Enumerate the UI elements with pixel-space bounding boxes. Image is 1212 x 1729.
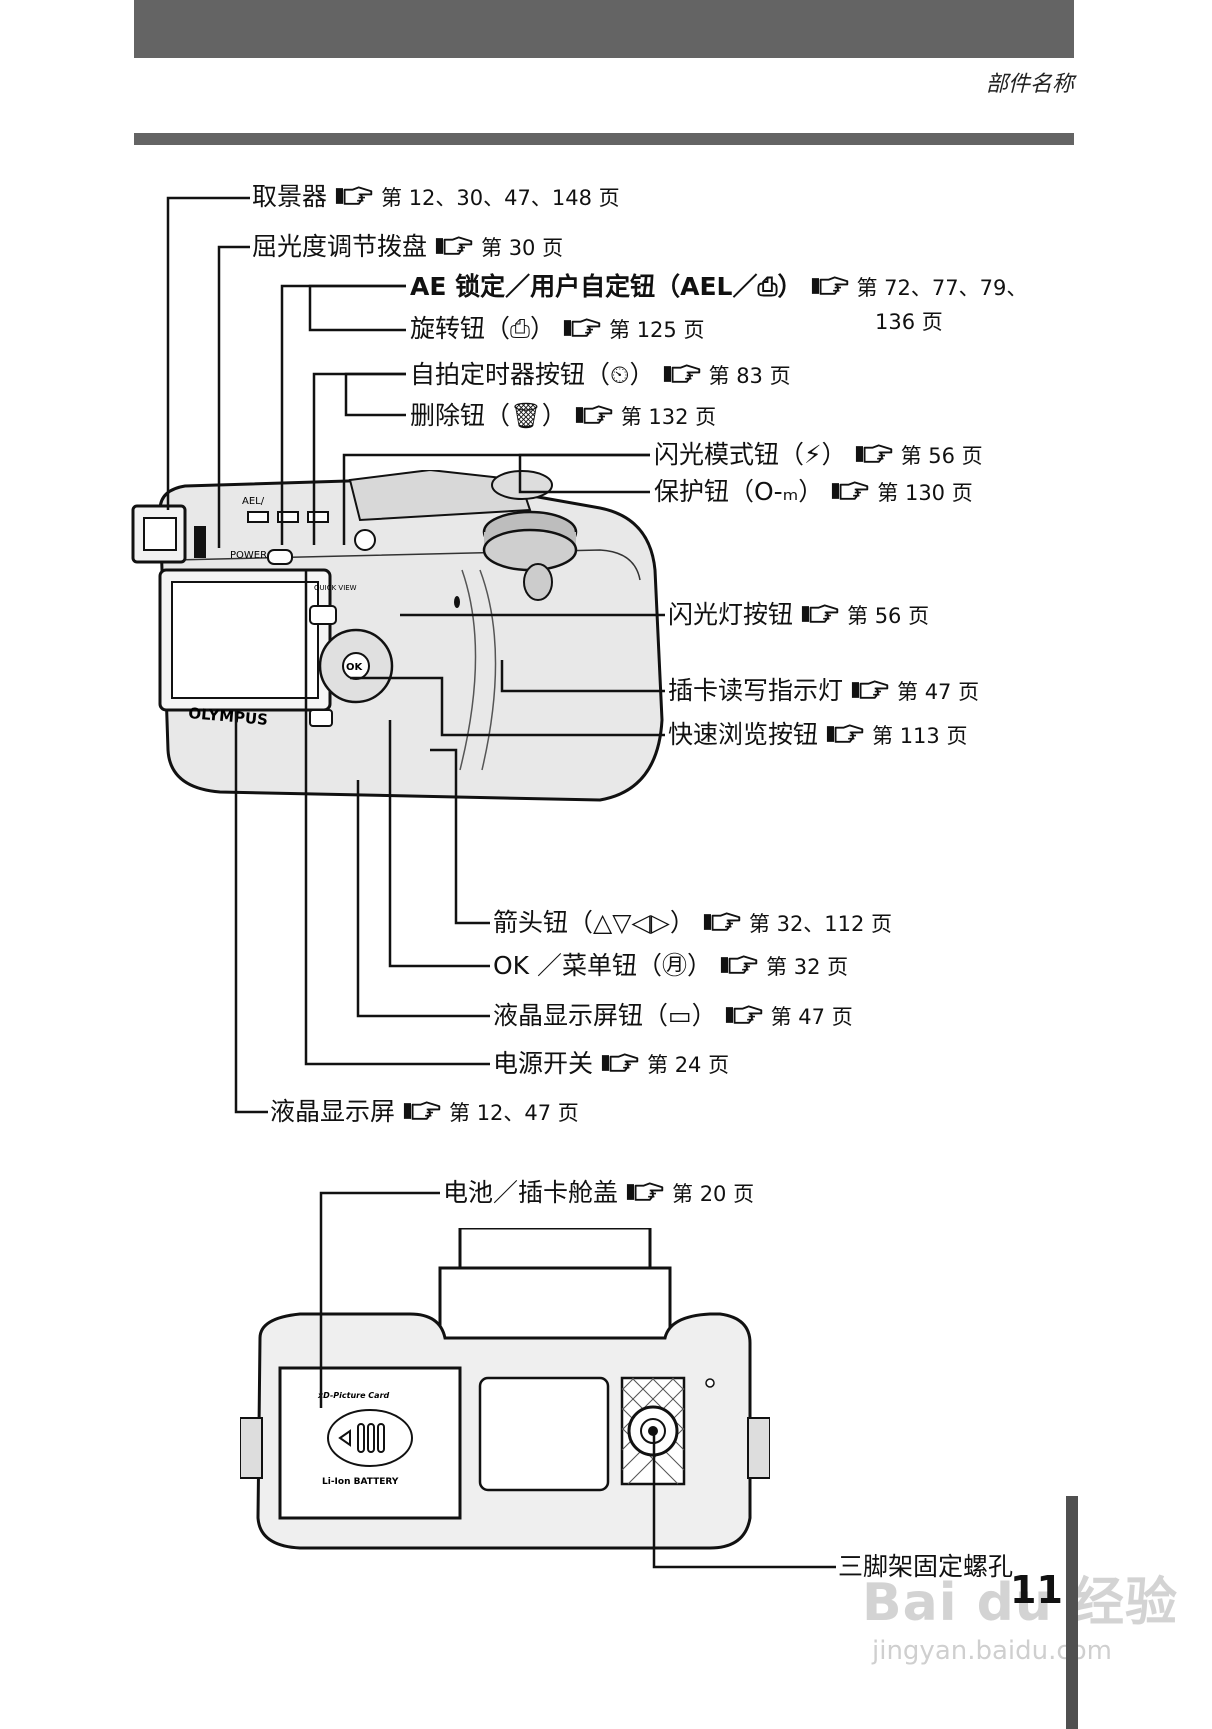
battery-mark: Li-Ion BATTERY (322, 1477, 399, 1487)
page-tab-bar (1066, 1496, 1078, 1729)
label-self-timer: 自拍定时器按钮（⏲）第 83 页 (410, 360, 791, 389)
header-rule (134, 133, 1074, 145)
label-rotate-button: 旋转钮（⎙）第 125 页 (410, 314, 705, 343)
label-tripod-socket: 三脚架固定螺孔 (838, 1552, 1014, 1581)
xd-card-logo: xD-Picture Card (317, 1391, 390, 1400)
label-ae-lock: AE 锁定／用户自定钮（AEL／⎙）第 72、77、79、 (410, 272, 1028, 301)
pointing-hand-icon (403, 1100, 441, 1122)
pointing-hand-icon (851, 679, 889, 701)
pointing-hand-icon (601, 1052, 639, 1074)
label-viewfinder: 取景器第 12、30、47、148 页 (252, 182, 620, 211)
ok-mark: OK (346, 662, 364, 673)
pointing-hand-icon (626, 1181, 664, 1203)
power-mark: POWER (230, 550, 267, 561)
label-flash-button: 闪光灯按钮第 56 页 (668, 600, 930, 629)
label-arrow-pad: 箭头钮（△▽◁▷）第 32、112 页 (493, 908, 893, 937)
pointing-hand-icon (831, 480, 869, 502)
watermark-brand: Bai du 经验 (862, 1573, 1178, 1633)
label-battery-cover: 电池／插卡舱盖第 20 页 (443, 1178, 755, 1207)
label-flash-mode: 闪光模式钮（⚡）第 56 页 (654, 440, 983, 469)
pointing-hand-icon (703, 911, 741, 933)
pointing-hand-icon (725, 1004, 763, 1026)
pointing-hand-icon (826, 723, 864, 745)
pointing-hand-icon (855, 443, 893, 465)
section-title: 部件名称 (985, 72, 1074, 97)
pointing-hand-icon (335, 185, 373, 207)
label-lcd-button: 液晶显示屏钮（▭）第 47 页 (493, 1001, 853, 1030)
pointing-hand-icon (435, 235, 473, 257)
label-power-switch: 电源开关第 24 页 (493, 1049, 730, 1078)
page-number: 11 (1010, 1568, 1063, 1612)
camera-bottom-illustration: xD-Picture Card Li-Ion BATTERY (240, 1228, 770, 1550)
pointing-hand-icon (663, 363, 701, 385)
label-protect-button: 保护钮（O‑ₘ）第 130 页 (654, 477, 973, 506)
label-card-lamp: 插卡读写指示灯第 47 页 (668, 676, 980, 705)
pointing-hand-icon (575, 404, 613, 426)
quick-view-mark: QUICK VIEW (314, 584, 357, 592)
camera-back-illustration: AEL/ POWER QUICK VIEW OK OLYMPUS (131, 470, 664, 802)
pointing-hand-icon (801, 603, 839, 625)
label-ae-lock-ref2: 136 页 (875, 310, 943, 334)
ael-mark: AEL/ (242, 496, 265, 507)
pointing-hand-icon (720, 954, 758, 976)
label-ok-menu: OK ／菜单钮（㊊）第 32 页 (493, 951, 849, 980)
label-quick-view: 快速浏览按钮第 113 页 (668, 720, 968, 749)
header-bar (134, 0, 1074, 58)
label-delete-button: 删除钮（🗑）第 132 页 (410, 401, 717, 430)
pointing-hand-icon (563, 317, 601, 339)
pointing-hand-icon (811, 275, 849, 297)
label-lcd-monitor: 液晶显示屏第 12、47 页 (270, 1097, 579, 1126)
label-diopter-dial: 屈光度调节拨盘第 30 页 (252, 232, 564, 261)
